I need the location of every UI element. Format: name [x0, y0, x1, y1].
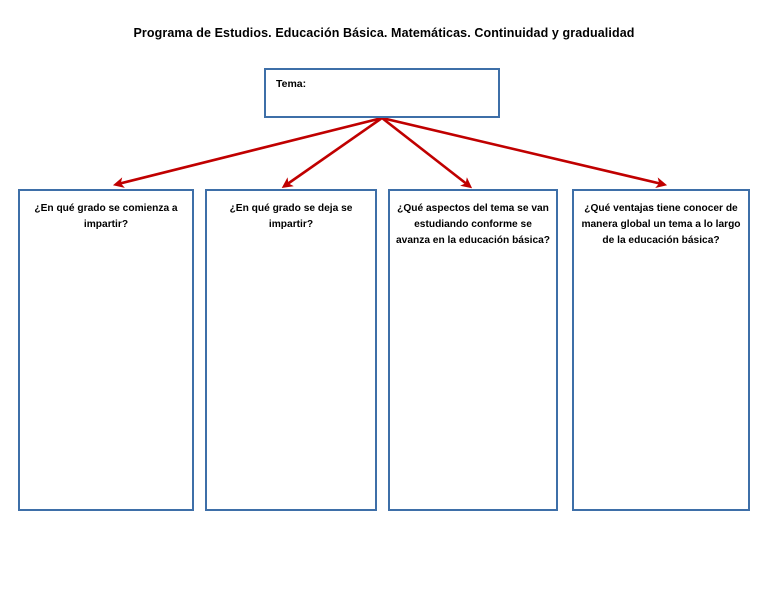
arrow-to-branch-4: [381, 116, 668, 189]
page-title: Programa de Estudios. Educación Básica. …: [133, 26, 635, 40]
arrow-to-branch-1: [112, 116, 383, 188]
branch-question-4: ¿Qué ventajas tiene conocer de manera gl…: [581, 203, 741, 246]
branch-box-1[interactable]: ¿En qué grado se comienza a impartir?: [18, 189, 194, 511]
arrow-to-branch-3: [381, 116, 473, 189]
branch-box-3[interactable]: ¿Qué aspectos del tema se van estudiando…: [388, 189, 558, 511]
tema-box[interactable]: Tema:: [264, 68, 500, 118]
arrow-to-branch-2: [281, 116, 383, 188]
branch-question-3: ¿Qué aspectos del tema se van estudiando…: [396, 203, 551, 246]
tema-label: Tema:: [276, 78, 307, 90]
branch-box-2[interactable]: ¿En qué grado se deja se impartir?: [205, 189, 377, 511]
branch-question-1: ¿En qué grado se comienza a impartir?: [34, 203, 178, 230]
branch-box-4[interactable]: ¿Qué ventajas tiene conocer de manera gl…: [572, 189, 750, 511]
branch-question-2: ¿En qué grado se deja se impartir?: [229, 203, 353, 230]
